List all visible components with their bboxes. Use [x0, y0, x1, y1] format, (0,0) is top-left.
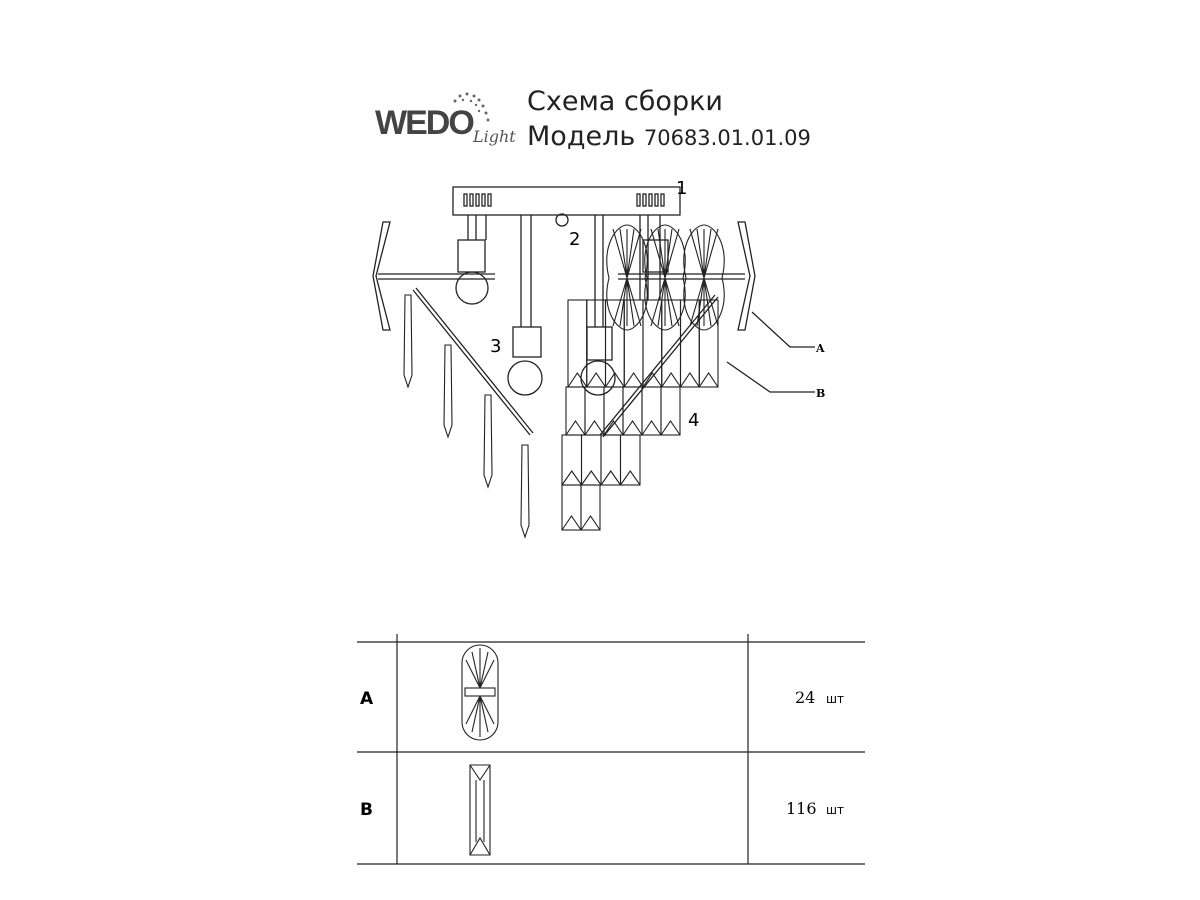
leader-b — [726, 361, 815, 393]
part-a-drawing — [461, 644, 499, 741]
fan-crystal — [644, 224, 686, 331]
brand-logo: WEDO Light — [375, 88, 520, 153]
row-a-id: A — [360, 689, 374, 709]
fan-crystal — [606, 224, 648, 331]
part-label-a: A — [815, 342, 825, 355]
crystal-facet — [641, 420, 662, 436]
crystal-prism — [660, 386, 681, 436]
part-label-b: B — [816, 387, 825, 400]
hanging-crystal — [520, 444, 530, 539]
crystal-facet — [600, 470, 621, 486]
bulb-4 — [580, 360, 616, 396]
canopy-vents-right — [636, 193, 665, 207]
crystal-facet — [580, 515, 601, 531]
crystal-facet — [561, 515, 582, 531]
row-a-unit: шт — [826, 692, 844, 706]
crystal-prism — [641, 386, 662, 436]
logo-brand-text: WEDO — [375, 104, 475, 142]
model-line: Модель 70683.01.01.09 — [527, 121, 811, 154]
crystal-facet — [603, 420, 624, 436]
diagram-title: Схема сборки — [527, 86, 723, 117]
callout-4: 4 — [688, 410, 699, 431]
parts-table — [357, 634, 865, 865]
crystal-facet — [620, 470, 641, 486]
crystal-facet — [642, 372, 663, 388]
fan-ribs — [612, 228, 642, 327]
crystal-facet — [567, 372, 588, 388]
hanging-crystal — [483, 394, 493, 489]
crystal-prism — [600, 434, 622, 486]
crystal-facet — [622, 420, 643, 436]
crystal-facet — [561, 470, 582, 486]
crystal-facet — [698, 372, 719, 388]
row-a-qty: 24 — [795, 688, 815, 707]
canopy — [452, 186, 681, 216]
row-b-id: B — [360, 800, 373, 820]
callout-1: 1 — [676, 178, 687, 199]
crystal-prism — [698, 299, 719, 388]
hanging-crystal — [403, 294, 413, 389]
lamp-2-cap — [555, 213, 569, 227]
crystal-prism — [561, 434, 583, 486]
fan-crystal — [683, 224, 725, 331]
crystal-prism — [565, 386, 586, 436]
crystal-facet — [584, 420, 605, 436]
crystal-prism — [622, 386, 643, 436]
lamp-holder-3 — [512, 326, 542, 358]
part-b-drawing — [469, 764, 491, 856]
crystal-facet — [565, 420, 586, 436]
fan-ribs — [650, 228, 680, 327]
crystal-facet — [661, 372, 681, 388]
leader-a — [751, 311, 815, 348]
crystal-facet — [623, 372, 644, 388]
crystal-prism — [561, 484, 582, 531]
crystal-facet — [680, 372, 700, 388]
crystal-facet — [586, 372, 606, 388]
crystal-facet — [581, 470, 602, 486]
crystal-prism — [580, 484, 601, 531]
callout-2: 2 — [569, 229, 580, 250]
lamp-holder-1 — [457, 239, 486, 273]
lamp-holder-4 — [586, 326, 613, 361]
logo-swirl-icon — [453, 92, 490, 122]
right-end-crystal — [737, 221, 756, 331]
left-end-crystal — [372, 221, 391, 331]
crystal-facet — [605, 372, 625, 388]
fan-ribs — [689, 228, 719, 327]
crystal-prism — [580, 434, 602, 486]
model-number: 70683.01.01.09 — [643, 126, 811, 150]
model-label: Модель — [527, 121, 636, 152]
logo-script-text: Light — [473, 127, 516, 146]
canopy-vents-left — [463, 193, 492, 207]
row-b-unit: шт — [826, 803, 844, 817]
callout-3: 3 — [490, 336, 501, 357]
crystal-prism — [619, 434, 641, 486]
hanging-crystal — [443, 344, 453, 439]
bulb-3 — [507, 360, 543, 396]
row-b-qty: 116 — [786, 799, 817, 818]
crystal-facet — [660, 420, 681, 436]
bulb-1 — [455, 271, 489, 305]
